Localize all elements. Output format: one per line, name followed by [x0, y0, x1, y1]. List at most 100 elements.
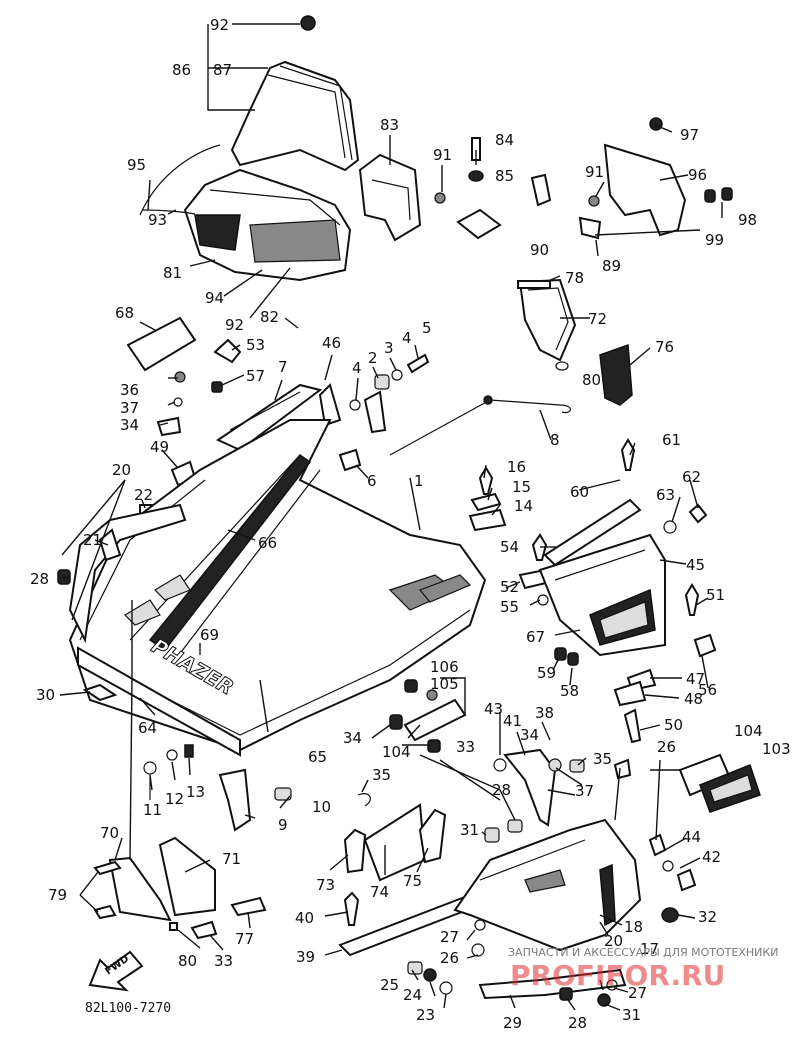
- label-25: 25: [380, 976, 399, 994]
- label-77: 74: [370, 883, 389, 901]
- label-87: 84: [495, 131, 514, 149]
- label-10: 10: [312, 798, 331, 816]
- label-31b: 31: [622, 1006, 641, 1024]
- label-43: 40: [295, 909, 314, 927]
- label-94a: 91: [433, 146, 452, 164]
- label-90: 87: [213, 61, 232, 79]
- label-13: 13: [186, 783, 205, 801]
- label-37a: 34: [120, 416, 139, 434]
- label-8: 8: [550, 431, 560, 449]
- label-69: 66: [258, 534, 277, 552]
- label-104b: 104: [734, 722, 763, 740]
- label-78: 75: [403, 872, 422, 890]
- label-103: 103: [762, 740, 791, 758]
- label-47: 44: [682, 828, 701, 846]
- label-19: 20: [604, 932, 623, 950]
- label-4b: 4: [352, 359, 362, 377]
- label-24: 24: [403, 986, 422, 1004]
- upper-left-parts: [57, 316, 571, 585]
- label-72: 69: [200, 626, 219, 644]
- label-92: 89: [602, 257, 621, 275]
- label-6: 6: [367, 472, 377, 490]
- label-66: 63: [656, 486, 675, 504]
- label-86: 83: [380, 116, 399, 134]
- label-82: 79: [48, 886, 67, 904]
- label-101: 98: [738, 211, 757, 229]
- label-45: 42: [702, 848, 721, 866]
- label-27a: 27: [440, 928, 459, 946]
- label-36: 33: [214, 952, 233, 970]
- label-73: 70: [100, 824, 119, 842]
- label-26a: 26: [657, 738, 676, 756]
- label-104a: 104: [382, 743, 411, 761]
- label-102: 99: [705, 231, 724, 249]
- label-48: 45: [686, 556, 705, 574]
- label-21: 21: [83, 531, 102, 549]
- label-83a: 80: [582, 371, 601, 389]
- label-34: 34: [343, 729, 362, 747]
- label-22: 22: [134, 486, 153, 504]
- label-99: 96: [688, 166, 707, 184]
- label-52: 49: [150, 438, 169, 456]
- label-59: 56: [698, 681, 717, 699]
- label-88: 85: [495, 167, 514, 185]
- label-38: 35: [593, 750, 612, 768]
- fwd-arrow-icon: FWD: [88, 950, 144, 992]
- label-2: 2: [368, 349, 378, 367]
- watermark-line2: PROFIFOR.RU: [510, 959, 725, 992]
- label-9: 9: [278, 816, 288, 834]
- label-44: 41: [503, 712, 522, 730]
- label-7: 7: [278, 358, 288, 376]
- watermark-line1: ЗАПЧАСТИ И АКСЕССУАРЫ ДЛЯ МОТОТЕХНИКИ: [508, 946, 778, 959]
- label-46: 43: [484, 700, 503, 718]
- label-94b: 91: [585, 163, 604, 181]
- label-62: 59: [537, 664, 556, 682]
- leader-lines: [59, 23, 723, 1011]
- label-12: 12: [165, 790, 184, 808]
- label-65: 62: [682, 468, 701, 486]
- label-41: 38: [535, 704, 554, 722]
- label-27b: 27: [628, 984, 647, 1002]
- label-17: 17: [640, 940, 659, 958]
- label-4a: 4: [402, 329, 412, 347]
- label-53: 50: [664, 716, 683, 734]
- label-11: 11: [143, 801, 162, 819]
- label-28b: 28: [492, 781, 511, 799]
- label-57: 54: [500, 538, 519, 556]
- label-93: 90: [530, 241, 549, 259]
- label-89: 86: [172, 61, 191, 79]
- mid-parts: [82, 679, 482, 957]
- label-81: 78: [565, 269, 584, 287]
- label-55: 52: [500, 578, 519, 596]
- label-1: 1: [414, 472, 424, 490]
- label-26b: 26: [440, 949, 459, 967]
- label-98: 95: [127, 156, 146, 174]
- label-76: 73: [316, 876, 335, 894]
- label-18: 18: [624, 918, 643, 936]
- label-64: 61: [662, 431, 681, 449]
- label-23: 23: [416, 1006, 435, 1024]
- label-105: 105: [430, 675, 459, 693]
- label-5: 5: [422, 319, 432, 337]
- label-28a: 28: [30, 570, 49, 588]
- drawing-code: 82L100-7270: [85, 1001, 171, 1016]
- label-30: 30: [36, 686, 55, 704]
- label-28c: 28: [568, 1014, 587, 1032]
- windshield-group: [139, 15, 733, 282]
- label-40b: 37: [575, 782, 594, 800]
- label-75: 72: [588, 310, 607, 328]
- label-91: 92: [210, 16, 229, 34]
- label-20: 20: [112, 461, 131, 479]
- part-labels: 92 86 87 83 84 91 85 91 90 89 97 96 98 9…: [30, 16, 791, 1032]
- label-63: 60: [570, 483, 589, 501]
- label-49: 46: [322, 334, 341, 352]
- lower-right-cover: [407, 748, 761, 1007]
- label-16: 16: [507, 458, 526, 476]
- label-56: 53: [246, 336, 265, 354]
- label-14: 14: [514, 497, 533, 515]
- label-68: 65: [308, 748, 327, 766]
- label-39: 36: [120, 381, 139, 399]
- label-67: 64: [138, 719, 157, 737]
- label-71: 68: [115, 304, 134, 322]
